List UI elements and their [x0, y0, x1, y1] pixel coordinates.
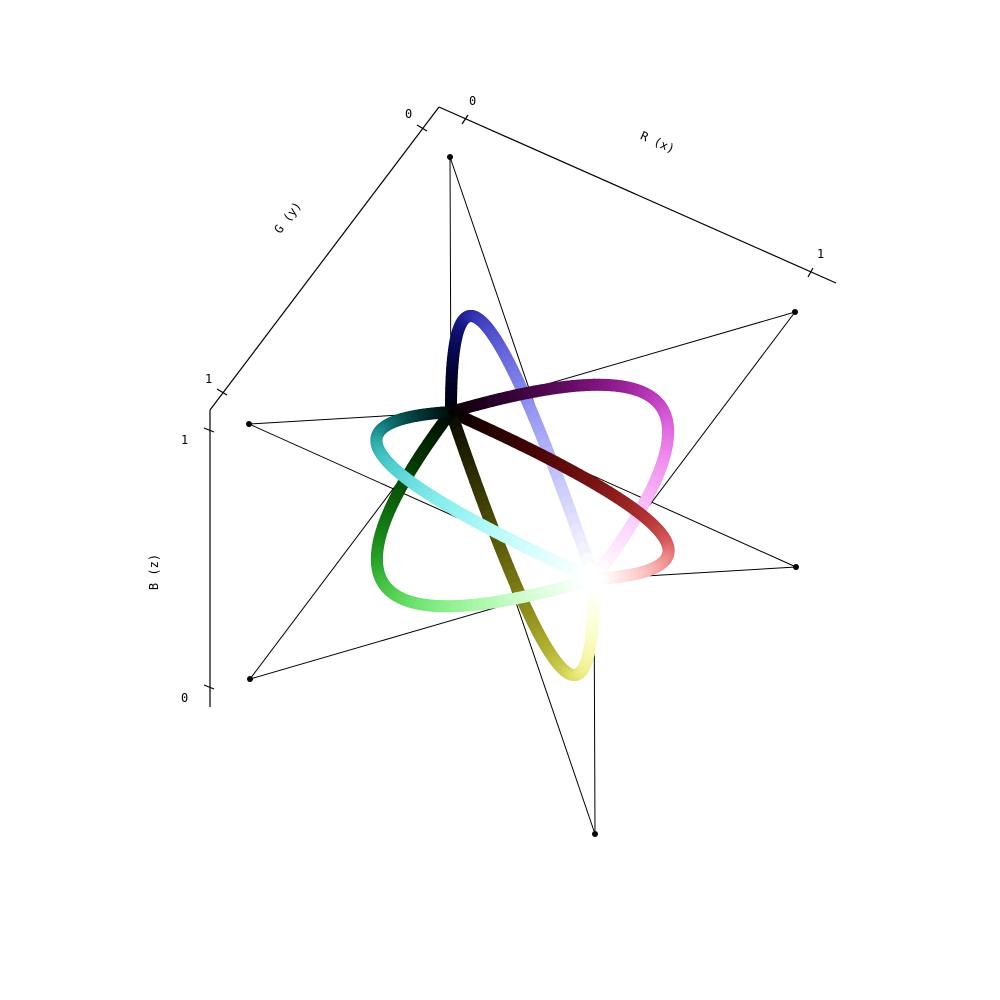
g-axis-tick-label-max: 1 — [205, 372, 212, 386]
b-axis-tick-label-max: 1 — [181, 433, 188, 447]
g-axis-line — [209, 106, 440, 411]
color-curves — [370, 309, 675, 682]
blue-curve — [444, 309, 600, 585]
r-axis-line — [438, 106, 837, 284]
red-control-point — [793, 564, 799, 570]
magenta-control-point — [792, 309, 798, 315]
r-axis-tick-label-min: 0 — [469, 94, 476, 108]
g-axis-label: G (y) — [271, 199, 304, 236]
green-control-point — [247, 676, 253, 682]
g-axis-tick-max — [216, 388, 228, 396]
r-axis-tick-label-max: 1 — [817, 247, 824, 261]
g-axis-tick-label-min: 0 — [405, 107, 412, 121]
magenta-curve — [445, 378, 675, 585]
blue-control-point — [447, 154, 453, 160]
r-axis-tick-min — [461, 114, 469, 125]
r-axis-label: R (x) — [638, 129, 677, 156]
control-polygons — [246, 154, 799, 837]
yellow-control-point — [592, 831, 598, 837]
green-curve — [370, 406, 600, 613]
g-axis-tick-min — [416, 124, 428, 132]
b-axis-tick-max — [203, 427, 215, 433]
r-axis-tick-max — [807, 267, 814, 278]
cyan-curve — [370, 406, 600, 585]
b-axis-tick-min — [203, 684, 215, 690]
cyan-curve-segment — [579, 569, 600, 585]
red-curve — [445, 406, 675, 585]
b-axis-label: B (z) — [147, 554, 161, 590]
yellow-curve — [445, 406, 601, 682]
cyan-control-point — [246, 421, 252, 427]
b-axis-tick-label-min: 0 — [181, 691, 188, 705]
black-endpoint — [448, 409, 454, 415]
